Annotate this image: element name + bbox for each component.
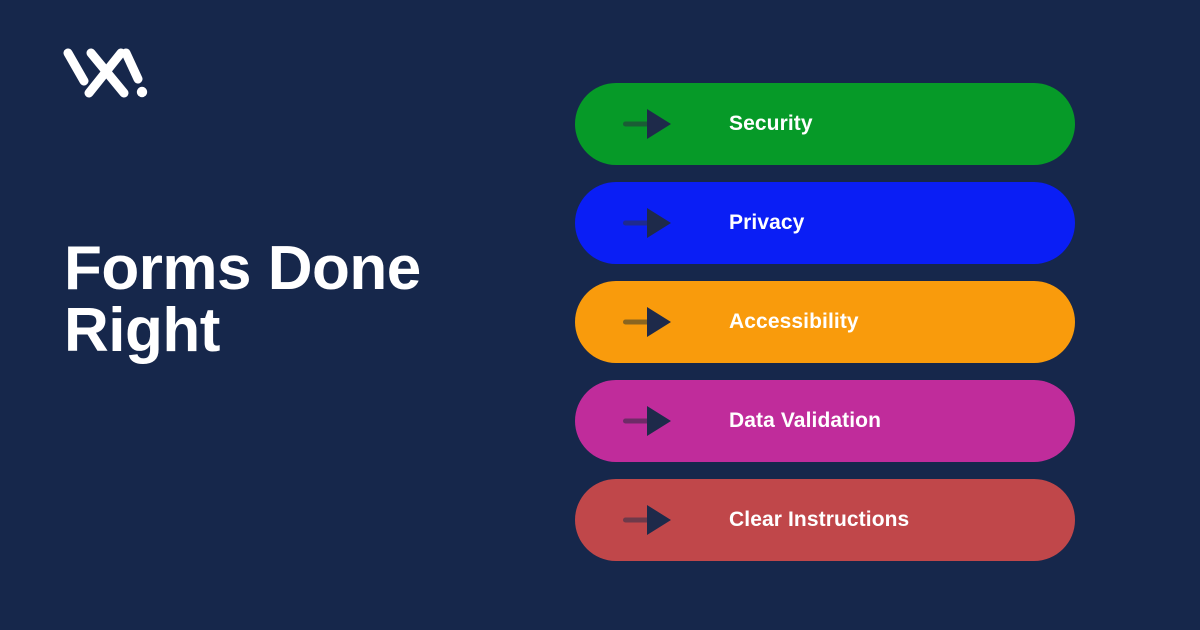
arrow-right-icon bbox=[623, 406, 671, 436]
arrow-right-icon bbox=[623, 109, 671, 139]
feature-pill-security[interactable]: Security bbox=[575, 83, 1075, 165]
feature-pill-label: Clear Instructions bbox=[729, 508, 910, 531]
arrow-right-icon bbox=[623, 208, 671, 238]
wx-monogram-logo-icon bbox=[63, 48, 148, 98]
brand-logo[interactable] bbox=[62, 46, 148, 100]
page-title: Forms Done Right bbox=[64, 234, 421, 365]
arrow-right-icon bbox=[623, 505, 671, 535]
feature-pill-clear-instructions[interactable]: Clear Instructions bbox=[575, 479, 1075, 561]
feature-pill-label: Privacy bbox=[729, 211, 805, 234]
feature-pill-data-validation[interactable]: Data Validation bbox=[575, 380, 1075, 462]
feature-pill-label: Data Validation bbox=[729, 409, 882, 432]
arrow-right-icon bbox=[623, 307, 671, 337]
feature-pill-label: Accessibility bbox=[729, 310, 859, 333]
feature-pill-privacy[interactable]: Privacy bbox=[575, 182, 1075, 264]
feature-pill-label: Security bbox=[729, 112, 813, 135]
feature-pill-accessibility[interactable]: Accessibility bbox=[575, 281, 1075, 363]
feature-pill-list: Security Privacy Accessibility Data Vali… bbox=[575, 83, 1075, 561]
